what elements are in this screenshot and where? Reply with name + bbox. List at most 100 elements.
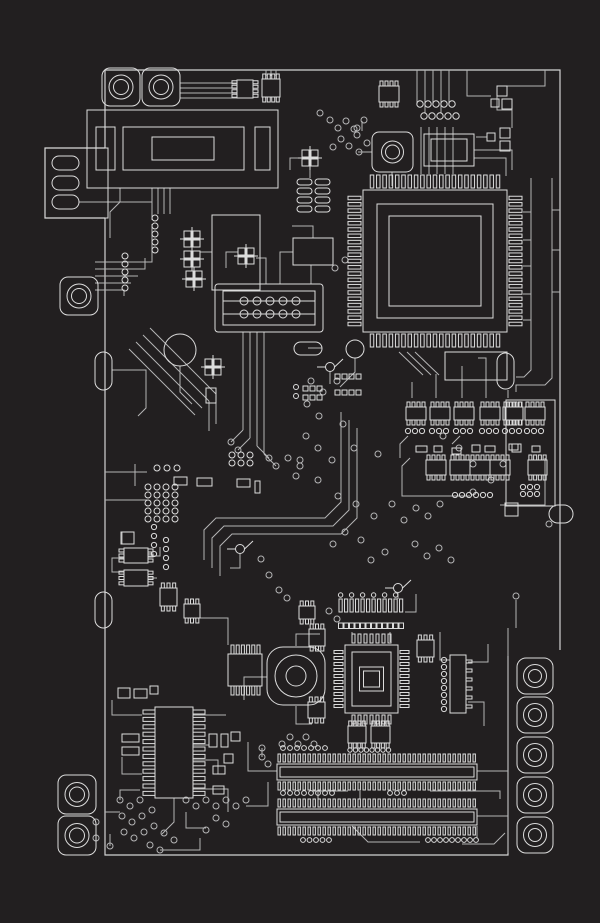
resistor <box>296 178 313 186</box>
via <box>316 109 324 117</box>
trace <box>128 327 217 431</box>
via <box>302 733 310 741</box>
via-row <box>387 790 407 796</box>
via-row <box>153 464 181 472</box>
trace <box>179 366 193 405</box>
via <box>447 556 455 564</box>
pin-header <box>337 592 404 629</box>
via-column <box>121 252 129 292</box>
via <box>363 139 371 147</box>
display-module <box>86 109 279 189</box>
via <box>130 834 138 842</box>
edge-pad <box>516 776 554 814</box>
via-fan <box>523 427 545 435</box>
slot <box>51 155 80 171</box>
via <box>286 733 294 741</box>
trace <box>180 82 237 99</box>
trace <box>401 457 546 506</box>
via <box>294 740 302 748</box>
capacitor <box>484 445 496 453</box>
capacitor <box>293 341 323 356</box>
via <box>212 802 220 810</box>
main-processor <box>347 174 523 348</box>
small-ic <box>416 634 435 663</box>
capacitor <box>121 733 140 743</box>
small-ic <box>370 720 391 749</box>
via <box>329 143 337 151</box>
via <box>370 512 378 520</box>
display-module-frame <box>254 126 271 171</box>
via <box>265 571 273 579</box>
trace-frame <box>505 399 556 507</box>
via <box>258 744 266 752</box>
capacitor <box>208 733 218 748</box>
via <box>307 377 315 385</box>
via <box>326 116 334 124</box>
via-row <box>300 837 332 843</box>
driver-ic <box>440 654 473 714</box>
via <box>352 500 360 508</box>
dip-ic <box>227 644 263 696</box>
small-ic <box>298 600 316 625</box>
via <box>333 377 341 385</box>
trace-frame <box>444 351 508 381</box>
via <box>128 818 136 826</box>
edge-slot-module <box>44 147 109 219</box>
via <box>331 264 339 272</box>
transistor <box>227 540 254 554</box>
capacitor <box>451 447 462 455</box>
trace <box>398 351 440 376</box>
via <box>126 802 134 810</box>
via <box>120 828 128 836</box>
via <box>118 812 126 820</box>
via <box>412 504 420 512</box>
edge-connector <box>276 798 478 836</box>
via <box>148 806 156 814</box>
controller-chip <box>333 633 410 725</box>
via <box>328 456 336 464</box>
via <box>303 400 311 408</box>
via-row <box>451 491 494 499</box>
quad-pad <box>180 247 204 271</box>
transistor <box>385 579 412 593</box>
connector-ic <box>231 79 259 99</box>
via <box>315 412 323 420</box>
trace <box>507 600 517 853</box>
capacitor <box>212 785 225 795</box>
via <box>116 796 124 804</box>
via <box>357 536 365 544</box>
via <box>334 124 342 132</box>
resistor <box>314 178 331 186</box>
capacitor <box>120 531 135 545</box>
logic-ic <box>524 401 546 426</box>
trace <box>196 554 241 645</box>
trace <box>105 464 147 501</box>
via <box>170 836 178 844</box>
via <box>222 820 230 828</box>
trace <box>111 700 229 835</box>
oscillator <box>371 131 414 173</box>
via <box>400 516 408 524</box>
capacitor <box>508 443 519 451</box>
pad-row <box>302 385 323 392</box>
via-column <box>150 523 158 558</box>
via <box>512 592 520 600</box>
mount-pad <box>141 67 181 107</box>
slot <box>51 194 80 210</box>
via-fan <box>452 427 474 435</box>
mount-pad <box>101 67 141 107</box>
via <box>202 826 210 834</box>
pad-row <box>334 373 362 380</box>
resistor <box>296 196 313 204</box>
slot <box>51 175 80 191</box>
via <box>296 462 304 470</box>
pin-socket <box>214 283 324 333</box>
via <box>334 492 342 500</box>
via <box>355 148 363 156</box>
component-outline <box>423 133 475 167</box>
via <box>423 552 431 560</box>
via <box>160 829 168 837</box>
